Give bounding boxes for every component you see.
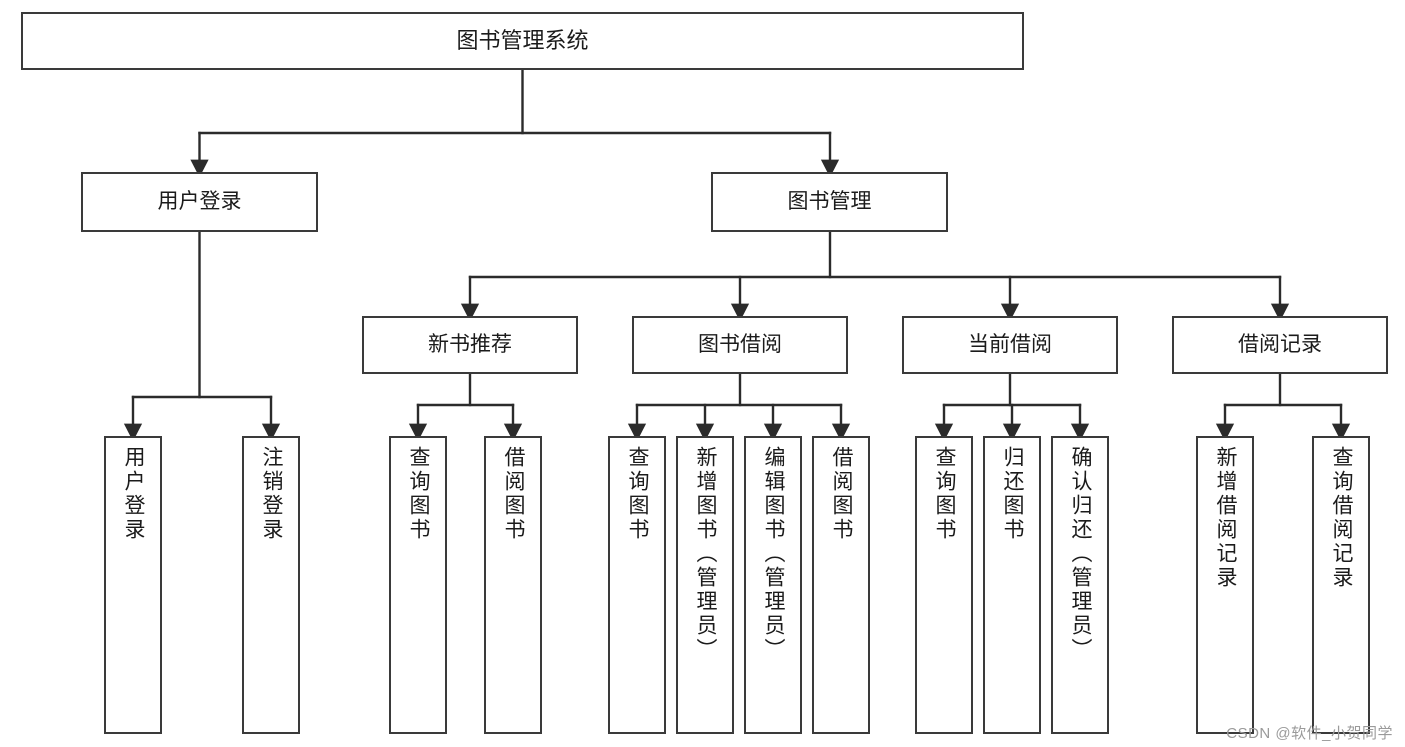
node-label: 确认归还（管理员） [1069, 446, 1093, 662]
node-label: 新增借阅记录 [1214, 446, 1238, 590]
node-label: 编辑图书（管理员） [762, 446, 786, 662]
node-leaf-edit-book-admin[interactable]: 编辑图书（管理员） [744, 436, 802, 734]
node-book-management-system[interactable]: 图书管理系统 [21, 12, 1024, 70]
node-label: 借阅图书 [502, 446, 526, 542]
node-label: 新增图书（管理员） [694, 446, 718, 662]
node-leaf-add-book-admin[interactable]: 新增图书（管理员） [676, 436, 734, 734]
node-leaf-user-login[interactable]: 用户登录 [104, 436, 162, 734]
node-leaf-logout[interactable]: 注销登录 [242, 436, 300, 734]
node-leaf-query-borrow-record[interactable]: 查询借阅记录 [1312, 436, 1370, 734]
node-label: 查询借阅记录 [1330, 446, 1354, 590]
node-new-book-recommend[interactable]: 新书推荐 [362, 316, 578, 374]
node-book-borrow[interactable]: 图书借阅 [632, 316, 848, 374]
node-label: 当前借阅 [968, 332, 1052, 356]
node-leaf-confirm-return-admin[interactable]: 确认归还（管理员） [1051, 436, 1109, 734]
node-book-management[interactable]: 图书管理 [711, 172, 948, 232]
node-current-borrow[interactable]: 当前借阅 [902, 316, 1118, 374]
node-user-login[interactable]: 用户登录 [81, 172, 318, 232]
node-borrow-record[interactable]: 借阅记录 [1172, 316, 1388, 374]
node-label: 查询图书 [933, 446, 957, 542]
node-label: 注销登录 [260, 446, 284, 542]
node-leaf-add-borrow-record[interactable]: 新增借阅记录 [1196, 436, 1254, 734]
node-label: 新书推荐 [428, 332, 512, 356]
node-label: 图书管理系统 [456, 28, 589, 54]
node-label: 查询图书 [626, 446, 650, 542]
node-label: 图书借阅 [698, 332, 782, 356]
node-label: 查询图书 [407, 446, 431, 542]
node-leaf-query-book-recommend[interactable]: 查询图书 [389, 436, 447, 734]
node-leaf-borrow-book-recommend[interactable]: 借阅图书 [484, 436, 542, 734]
node-leaf-query-book-borrow[interactable]: 查询图书 [608, 436, 666, 734]
node-label: 归还图书 [1001, 446, 1025, 542]
node-label: 借阅记录 [1238, 332, 1322, 356]
node-label: 图书管理 [787, 189, 872, 213]
node-leaf-borrow-book[interactable]: 借阅图书 [812, 436, 870, 734]
node-leaf-query-book-current[interactable]: 查询图书 [915, 436, 973, 734]
node-label: 用户登录 [122, 446, 146, 542]
node-label: 用户登录 [157, 189, 242, 213]
node-label: 借阅图书 [830, 446, 854, 542]
node-leaf-return-book[interactable]: 归还图书 [983, 436, 1041, 734]
